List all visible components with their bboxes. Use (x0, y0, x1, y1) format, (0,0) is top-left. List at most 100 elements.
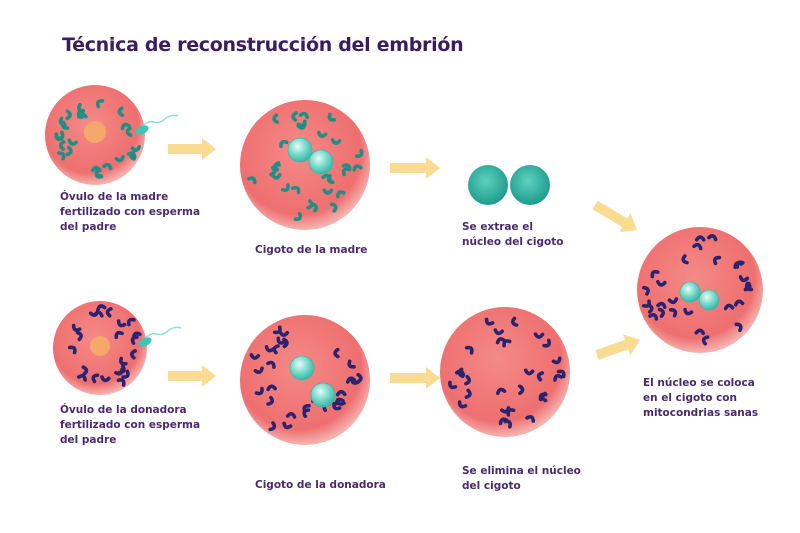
mitochondrion-icon (114, 154, 125, 163)
label-line: Óvulo de la donadora (60, 404, 187, 416)
mitochondrion-icon (276, 336, 286, 345)
cell-membrane (240, 100, 370, 230)
mitochondrion-icon (114, 367, 124, 376)
mitochondrion-icon (668, 308, 678, 318)
mitochondrion-icon (129, 150, 136, 161)
mitochondrion-icon (448, 380, 458, 390)
mitochondrion-icon (75, 330, 83, 342)
mitochondrion-icon (81, 365, 89, 376)
nucleus (310, 382, 336, 408)
mitochondrion-icon (322, 188, 334, 195)
mitochondrion-icon (517, 384, 525, 396)
mitochondrion-icon (734, 322, 743, 333)
mitochondrion-icon (347, 359, 356, 369)
mitochondrion-icon (272, 113, 280, 124)
mitochondrion-icon (553, 373, 564, 382)
mitochondrion-icon (268, 421, 277, 432)
arrow-shape (168, 138, 216, 160)
enucleated-zygote-cell (440, 307, 570, 437)
mitochondrion-icon (656, 279, 667, 287)
mitochondrion-icon (457, 400, 468, 409)
mitochondrion-icon (542, 338, 551, 348)
arrow-icon (592, 200, 638, 233)
mitochondrion-icon (336, 397, 346, 406)
mitochondrion-icon (302, 408, 311, 419)
mitochondrion-icon (683, 307, 694, 316)
mitochondrion-icon (681, 254, 689, 265)
label-remove-nucleus: Se elimina el núcleo del cigoto (462, 464, 581, 494)
label-line: mitocondrias sanas (643, 407, 759, 419)
mitochondrion-icon (56, 130, 65, 141)
arrow-icon (168, 138, 216, 160)
mitochondrion-icon (354, 148, 364, 158)
mitochondrion-icon (119, 356, 128, 366)
arrow-shape (390, 157, 440, 179)
mitochondrion-icon (291, 111, 298, 122)
mitochondrion-icon (525, 414, 536, 423)
arrow-icon (390, 367, 440, 389)
arrow-icon (390, 157, 440, 179)
mitochondrion-icon (253, 366, 264, 375)
label-extract-nucleus: Se extrae el núcleo del cigoto (462, 220, 563, 250)
label-line: en el cigoto con (643, 392, 737, 404)
mitochondrion-icon (91, 373, 100, 384)
label-line: del padre (60, 221, 117, 233)
donor-egg-cell (53, 301, 182, 395)
mitochondrion-icon (333, 347, 340, 359)
mitochondrion-icon (744, 281, 754, 292)
label-donor-zygote: Cigoto de la donadora (255, 478, 386, 493)
donor-zygote-cell (240, 315, 370, 445)
mitochondrion-icon (130, 335, 139, 345)
mitochondrion-icon (464, 345, 474, 355)
mitochondrion-icon (114, 330, 124, 340)
mitochondrion-icon (533, 332, 545, 339)
label-line: Óvulo de la madre (60, 191, 169, 203)
mitochondrion-icon (556, 369, 566, 379)
arrow-shape (390, 367, 440, 389)
mother-zygote-cell (240, 100, 370, 230)
extracted-nucleus (468, 165, 508, 205)
mitochondrion-icon (57, 151, 66, 161)
egg-nucleus (84, 121, 106, 143)
mitochondrion-icon (646, 303, 654, 314)
mitochondrion-icon (105, 307, 113, 318)
mitochondrion-icon (272, 163, 281, 173)
mitochondrion-icon (701, 335, 710, 346)
mitochondrion-icon (282, 421, 293, 430)
mitochondrion-icon (523, 368, 535, 376)
arrow-icon (168, 365, 216, 387)
mitochondrion-icon (332, 402, 342, 411)
mitochondrion-icon (694, 235, 706, 242)
mitochondrion-icon (500, 406, 511, 414)
mitochondrion-icon (656, 301, 667, 309)
mitochondrion-icon (95, 99, 105, 109)
nucleus (287, 137, 313, 163)
mitochondrion-icon (116, 378, 126, 387)
arrow-shape (592, 200, 638, 233)
arrow-shape (595, 334, 641, 360)
mitochondrion-icon (254, 386, 264, 396)
diagram-title: Técnica de reconstrucción del embrión (62, 34, 464, 56)
mitochondrion-icon (116, 319, 127, 328)
mother-egg-cell (45, 85, 179, 185)
mitochondrion-icon (496, 387, 507, 396)
mitochondrion-icon (296, 119, 307, 128)
mitochondrion-icon (657, 307, 666, 319)
sperm-icon (135, 125, 149, 135)
mitochondrion-icon (76, 373, 87, 382)
mitochondrion-icon (117, 106, 125, 117)
mitochondrion-icon (58, 140, 66, 151)
mitochondrion-icon (100, 375, 111, 383)
mitochondrion-icon (692, 242, 703, 251)
label-line: del padre (60, 434, 117, 446)
nucleus (289, 355, 315, 381)
nucleus (308, 149, 334, 175)
sperm-icon (138, 337, 152, 347)
mitochondrion-icon (65, 109, 72, 121)
mitochondrion-icon (249, 353, 261, 360)
mitochondrion-icon (540, 391, 548, 403)
sperm-tail (142, 326, 182, 341)
mitochondrion-icon (266, 395, 274, 406)
label-line: Se elimina el núcleo (462, 465, 581, 477)
